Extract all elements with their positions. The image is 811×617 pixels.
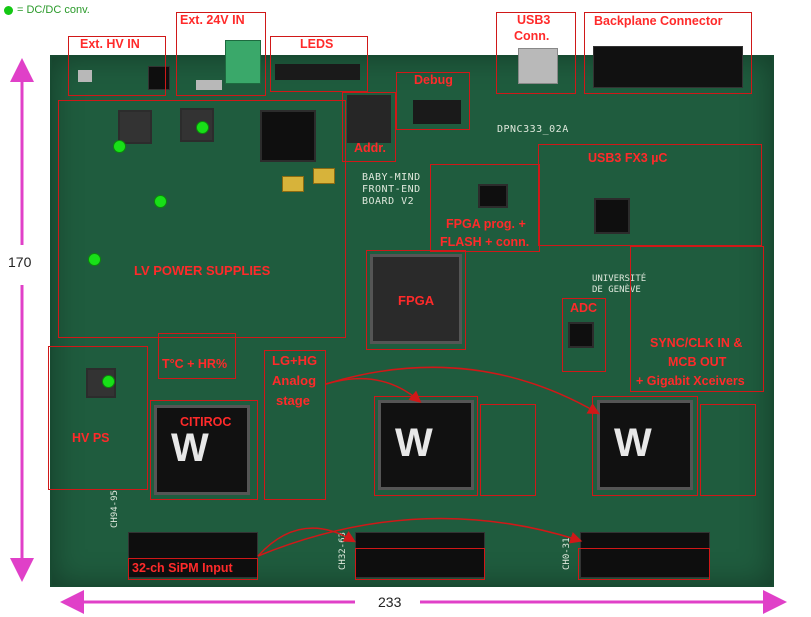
debug-header <box>413 100 461 124</box>
24v-terminal-block <box>225 40 261 84</box>
dc-dc-legend-dot <box>4 5 13 15</box>
lg-hg-label-2: Analog <box>272 373 317 388</box>
backplane-box <box>584 12 752 94</box>
sync-clk-box <box>630 246 764 392</box>
sipm-input-label: 32-ch SiPM Input <box>132 561 233 575</box>
hv-pad <box>78 70 92 82</box>
power-controller-chip <box>260 110 316 162</box>
adc-box <box>562 298 606 372</box>
dcdc-marker <box>88 253 101 266</box>
dcdc-marker <box>113 140 126 153</box>
board-title-3: BOARD V2 <box>362 196 415 207</box>
adc-chip <box>568 322 594 348</box>
sipm-connector-right <box>580 532 710 578</box>
sipm-input-box-middle <box>355 548 485 580</box>
citiroc-box-left <box>150 400 258 500</box>
legend: = DC/DC conv. <box>4 4 90 16</box>
weeroc-logo-icon: W <box>395 421 433 465</box>
tc-hr-box <box>158 333 236 379</box>
debug-box <box>396 72 470 130</box>
lv-power-label: LV POWER SUPPLIES <box>134 263 271 278</box>
usb3-fx3-label: USB3 FX3 µC <box>588 151 668 165</box>
leds-label: LEDS <box>300 37 334 51</box>
lg-hg-label-1: LG+HG <box>272 353 318 368</box>
tantalum-cap-1 <box>282 176 304 192</box>
ext-hv-in-box <box>68 36 166 96</box>
citiroc-label: CITIROC <box>180 415 232 429</box>
weeroc-logo-icon: W <box>171 426 209 470</box>
tantalum-cap-2 <box>313 168 335 184</box>
fx3-chip <box>594 198 630 234</box>
fpga-box <box>366 250 466 350</box>
citiroc-box-right <box>592 396 698 496</box>
backplane-label: Backplane Connector <box>594 14 723 28</box>
flash-chip <box>478 184 508 208</box>
ext-24v-in-box <box>176 12 266 96</box>
fpga-chip <box>370 254 462 344</box>
citiroc-asic-left: W <box>154 405 250 495</box>
universite-2: DE GENÈVE <box>592 285 641 295</box>
legend-text: = DC/DC conv. <box>17 4 90 16</box>
hv-ps-label: HV PS <box>72 431 110 445</box>
sipm-connector-middle <box>355 532 485 578</box>
dcdc-marker <box>196 121 209 134</box>
board-title-1: BABY-MIND <box>362 172 421 183</box>
width-dimension: 233 <box>378 594 402 610</box>
hv-ps-box <box>48 346 148 490</box>
dcdc-marker <box>154 195 167 208</box>
address-switches <box>347 95 391 143</box>
lv-power-box <box>58 100 346 338</box>
usb3-port <box>518 48 558 84</box>
inductor-1 <box>118 110 152 144</box>
height-dimension: 170 <box>8 254 32 270</box>
board-title-2: FRONT-END <box>362 184 421 195</box>
usb3-fx3-box <box>538 144 762 246</box>
backplane-connector <box>593 46 743 88</box>
analog-stage-box-middle <box>480 404 536 496</box>
addr-box <box>342 92 396 162</box>
citiroc-asic-middle: W <box>378 400 474 490</box>
hv-dcdc-module <box>86 368 116 398</box>
addr-label: Addr. <box>354 141 386 155</box>
usb3-label-2: Conn. <box>514 29 550 43</box>
adc-label: ADC <box>570 301 598 315</box>
sipm-connector-left <box>128 532 258 578</box>
lg-hg-label-3: stage <box>276 393 310 408</box>
lg-hg-box <box>264 350 326 500</box>
sync-clk-label-2: MCB OUT <box>668 355 727 369</box>
fpga-prog-box <box>430 164 540 252</box>
fpga-prog-label-2: FLASH + conn. <box>440 235 530 249</box>
sync-clk-label-3: + Gigabit Xceivers <box>636 374 745 388</box>
leds-box <box>270 36 368 92</box>
usb3-conn-box <box>496 12 576 94</box>
sync-clk-label-1: SYNC/CLK IN & <box>650 336 743 350</box>
usb3-label-1: USB3 <box>517 13 551 27</box>
citiroc-asic-right: W <box>597 400 693 490</box>
weeroc-logo-icon: W <box>614 421 652 465</box>
universite-1: UNIVERSITÉ <box>592 274 647 284</box>
ext-24v-in-label: Ext. 24V IN <box>180 13 245 27</box>
fuse <box>196 80 222 90</box>
led-strip <box>275 64 360 80</box>
analog-stage-box-right <box>700 404 756 496</box>
sipm-input-box-right <box>578 548 710 580</box>
sipm-input-box-left <box>128 558 258 580</box>
fpga-label: FPGA <box>398 293 435 308</box>
ext-hv-in-label: Ext. HV IN <box>80 37 140 51</box>
citiroc-box-middle <box>374 396 478 496</box>
dcdc-marker <box>102 375 115 388</box>
hv-connector <box>148 66 170 90</box>
board-id: DPNC333_02A <box>497 124 569 135</box>
debug-label: Debug <box>414 73 453 87</box>
tc-hr-label: T°C + HR% <box>162 357 228 371</box>
fpga-prog-label-1: FPGA prog. + <box>446 217 526 231</box>
